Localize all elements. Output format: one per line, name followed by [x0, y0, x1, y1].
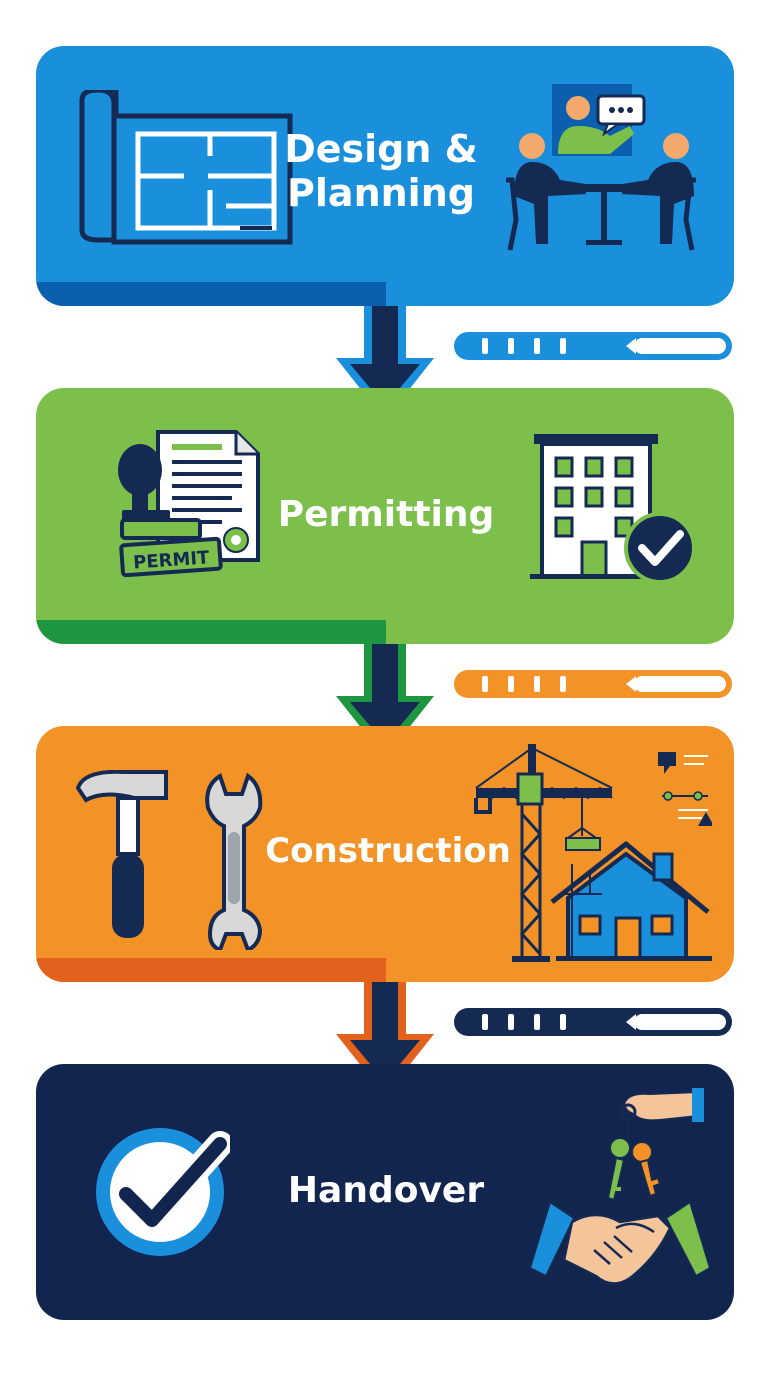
stage-title-permitting: Permitting — [277, 494, 495, 535]
progress-track-3 — [454, 1008, 732, 1036]
progress-ticks — [482, 338, 566, 354]
progress-fill — [634, 676, 726, 692]
stage-title-construction: Construction — [265, 831, 511, 871]
progress-ticks — [482, 1014, 566, 1030]
stage-permitting: PERMIT Permitting — [36, 388, 734, 644]
stage-shadow — [36, 958, 386, 982]
approved-building-icon — [530, 434, 696, 584]
progress-track-2 — [454, 670, 732, 698]
down-arrow-icon — [336, 306, 434, 420]
progress-notch — [626, 1014, 636, 1030]
progress-fill — [634, 338, 726, 354]
check-circle-icon — [96, 1128, 230, 1256]
progress-fill — [634, 1014, 726, 1030]
crane-house-icon — [474, 744, 712, 962]
stage-shadow — [36, 282, 386, 306]
progress-notch — [626, 338, 636, 354]
down-arrow-icon — [336, 982, 434, 1096]
stage-title-handover: Handover — [287, 1170, 485, 1211]
progress-ticks — [482, 676, 566, 692]
keys-handshake-icon — [530, 1088, 710, 1285]
stage-handover: Handover — [36, 1064, 734, 1320]
stage-shadow — [36, 620, 386, 644]
progress-track-1 — [454, 332, 732, 360]
permit-stamp-icon: PERMIT — [118, 430, 260, 578]
meeting-icon — [506, 84, 696, 251]
stage-construction: Construction — [36, 726, 734, 982]
progress-notch — [626, 676, 636, 692]
stage-title-design-planning: Design & Planning — [284, 127, 478, 215]
hammer-wrench-icon — [75, 770, 263, 950]
down-arrow-icon — [336, 644, 434, 758]
blueprint-icon — [79, 90, 293, 245]
stage-design-planning: Design & Planning — [36, 46, 734, 306]
